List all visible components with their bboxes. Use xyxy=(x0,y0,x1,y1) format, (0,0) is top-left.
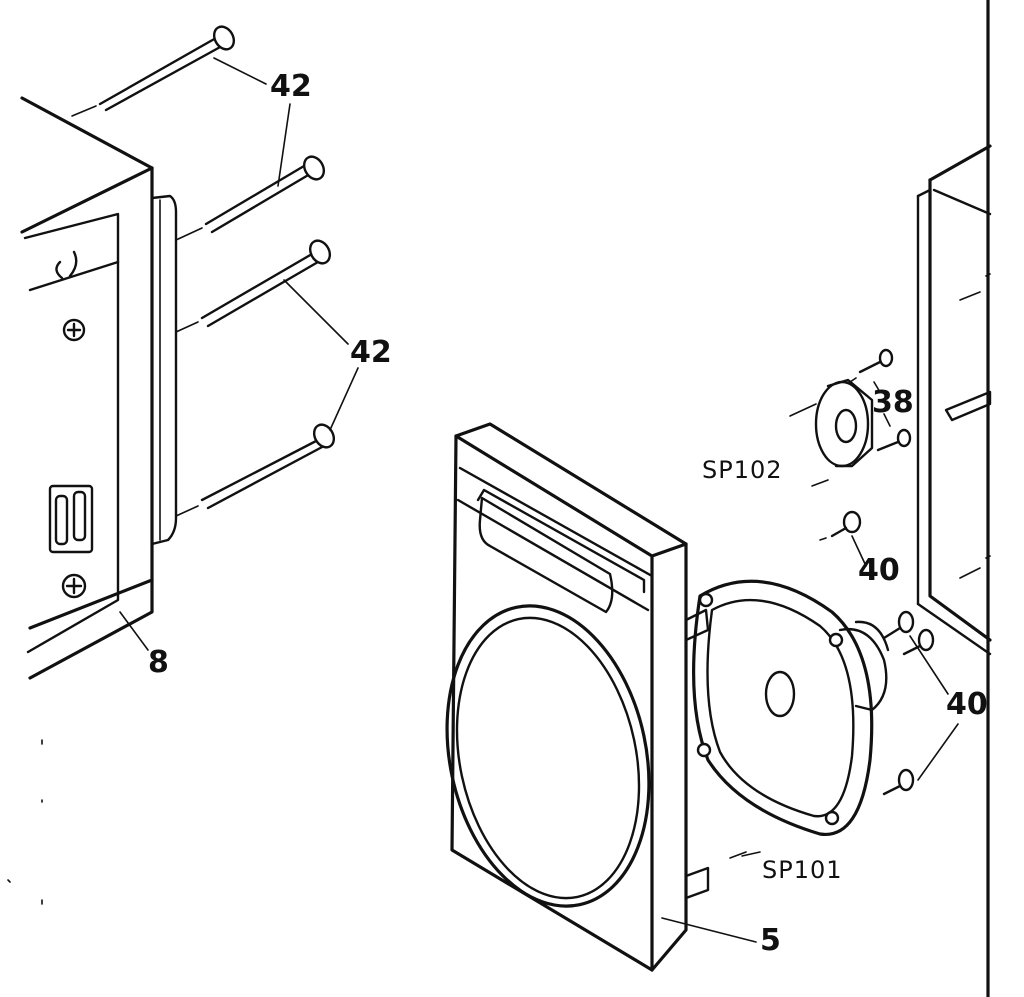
callout-40-lower: 40 xyxy=(946,687,988,722)
panel-screw-icon xyxy=(61,573,87,599)
long-screw-42-second xyxy=(175,155,326,241)
callout-40-upper: 40 xyxy=(858,553,900,588)
main-unit-front-panel-details xyxy=(48,250,94,599)
screw-40-middle-a xyxy=(882,610,915,640)
callout-sp102: SP102 xyxy=(702,456,783,484)
tweeter-speaker-sp102 xyxy=(789,378,874,487)
callout-38: 38 xyxy=(872,385,914,420)
screw-40-upper xyxy=(819,510,862,541)
woofer-speaker-sp101 xyxy=(692,579,890,859)
main-unit-cabinet xyxy=(20,96,178,680)
leader-lines xyxy=(119,57,959,943)
small-screw-38-top xyxy=(849,348,894,383)
callout-5: 5 xyxy=(760,923,781,958)
scan-specks xyxy=(7,739,43,905)
small-screw-38-bottom xyxy=(876,428,912,452)
callout-sp101: SP101 xyxy=(762,856,843,884)
screw-40-lower xyxy=(882,768,915,796)
callout-8: 8 xyxy=(148,645,169,680)
screw-40-middle-b xyxy=(902,628,935,656)
callout-42-top: 42 xyxy=(270,69,312,104)
long-screw-42-top xyxy=(71,25,236,117)
callout-42-middle: 42 xyxy=(350,335,392,370)
long-screw-42-third xyxy=(175,239,332,333)
speaker-cabinet-right xyxy=(916,144,992,656)
panel-screw-icon xyxy=(62,318,86,342)
speaker-front-baffle xyxy=(445,422,710,972)
speaker-jack-icon xyxy=(48,484,94,554)
long-screw-42-bottom xyxy=(175,423,336,517)
